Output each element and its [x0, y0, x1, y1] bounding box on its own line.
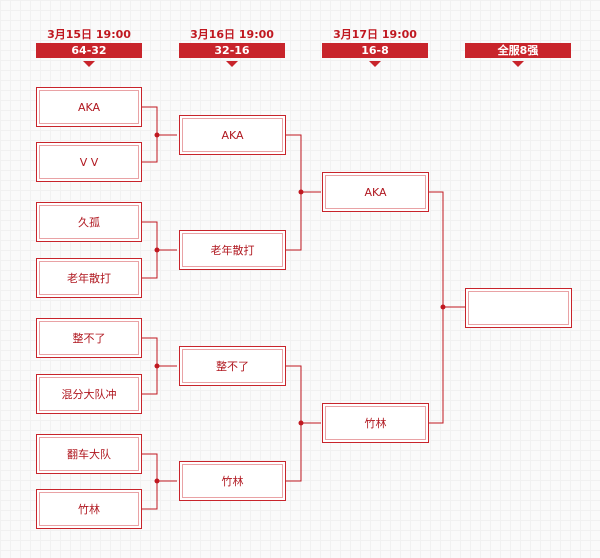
team-name: AKA — [77, 100, 101, 114]
team-slot-r1-4[interactable]: 老年散打 — [36, 258, 142, 298]
team-name: 竹林 — [221, 475, 244, 488]
team-name: 整不了 — [72, 332, 106, 345]
team-slot-r1-8[interactable]: 竹林 — [36, 489, 142, 529]
team-name: 老年散打 — [210, 244, 255, 257]
team-slot-r1-3[interactable]: 久孤 — [36, 202, 142, 242]
team-name: AKA — [221, 128, 244, 142]
round-header-3: 3月17日 19:00 16-8 — [322, 29, 428, 71]
team-slot-r3-1[interactable]: AKA — [322, 172, 429, 212]
team-slot-r1-5[interactable]: 整不了 — [36, 318, 142, 358]
chevron-down-icon — [369, 61, 381, 67]
team-name: 翻车大队 — [67, 448, 111, 461]
chevron-down-icon — [83, 61, 95, 67]
round-header-1: 3月15日 19:00 64-32 — [36, 29, 142, 71]
team-slot-r2-1[interactable]: AKA — [179, 115, 286, 155]
team-slot-r1-7[interactable]: 翻车大队 — [36, 434, 142, 474]
chevron-down-icon — [512, 61, 524, 67]
team-slot-r1-1[interactable]: AKA — [36, 87, 142, 127]
round-date: 3月17日 19:00 — [333, 28, 417, 41]
round-label: 32-16 — [179, 43, 285, 58]
round-header-2: 3月16日 19:00 32-16 — [179, 29, 285, 71]
team-slot-r1-2[interactable]: V V — [36, 142, 142, 182]
round-header-4: 全服8强 — [465, 29, 571, 71]
team-name: 整不了 — [216, 360, 249, 373]
chevron-down-icon — [226, 61, 238, 67]
team-name: 竹林 — [364, 417, 387, 430]
team-slot-r3-2[interactable]: 竹林 — [322, 403, 429, 443]
round-date: 3月15日 19:00 — [47, 28, 131, 41]
team-slot-r1-6[interactable]: 混分大队冲 — [36, 374, 142, 414]
team-slot-r2-2[interactable]: 老年散打 — [179, 230, 286, 270]
team-name: 混分大队冲 — [61, 388, 117, 401]
round-date: 3月16日 19:00 — [190, 28, 274, 41]
team-slot-r2-4[interactable]: 竹林 — [179, 461, 286, 501]
team-name: 竹林 — [78, 503, 100, 516]
round-label: 全服8强 — [465, 43, 571, 58]
team-name: 老年散打 — [67, 272, 111, 285]
team-slot-final[interactable] — [465, 288, 572, 328]
team-name: V V — [79, 155, 99, 169]
round-label: 16-8 — [322, 43, 428, 58]
team-slot-r2-3[interactable]: 整不了 — [179, 346, 286, 386]
team-name: AKA — [364, 185, 387, 199]
team-name: 久孤 — [78, 216, 100, 229]
round-label: 64-32 — [36, 43, 142, 58]
